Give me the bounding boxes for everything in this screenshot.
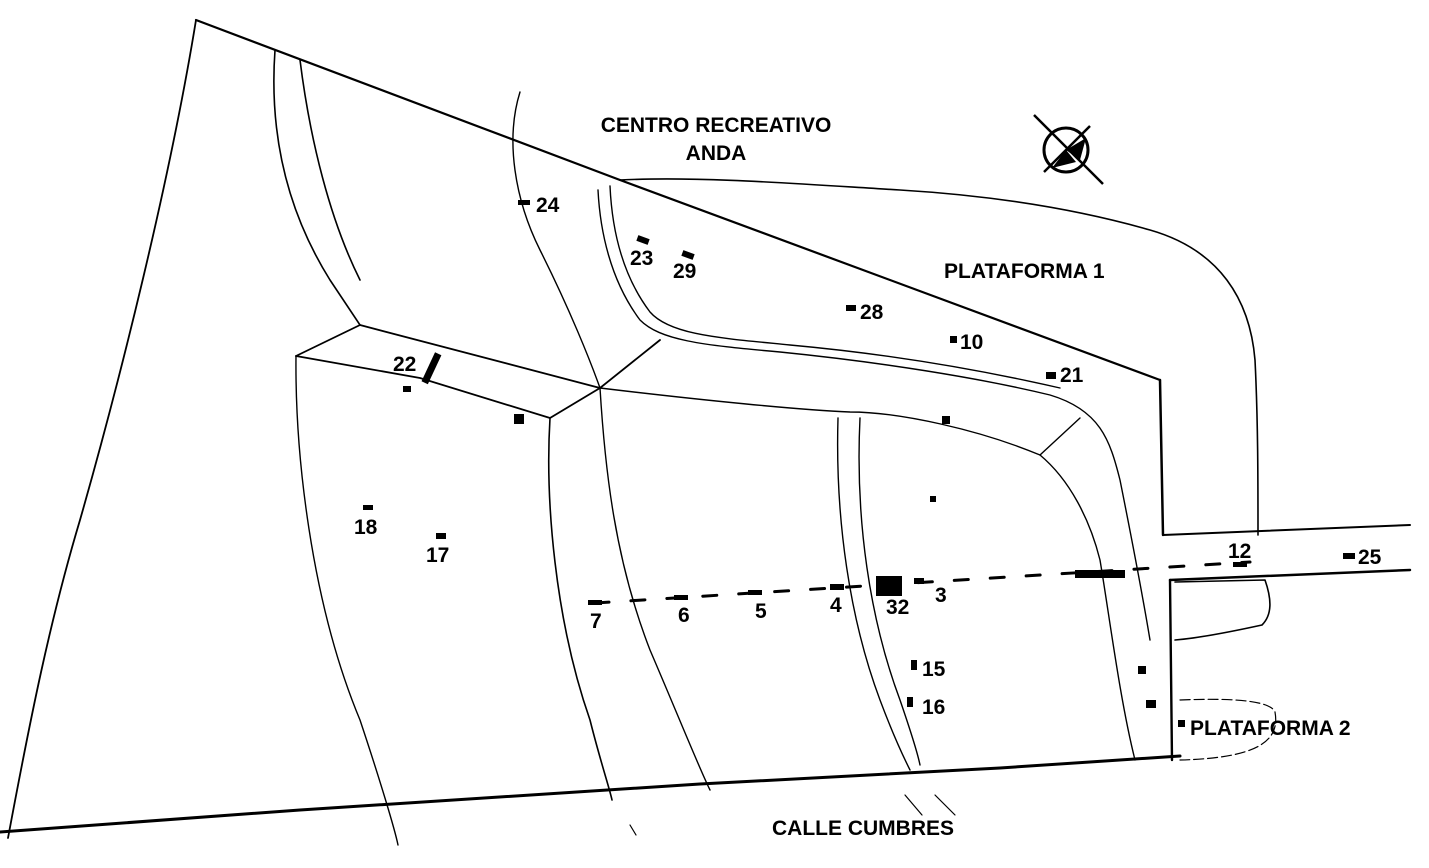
label-plataforma-2: PLATAFORMA 2	[1190, 717, 1351, 740]
label-anda: ANDA	[686, 142, 747, 165]
marker-22-shape	[421, 352, 442, 385]
marker-3-shape	[914, 578, 924, 584]
marker-12-shape	[1233, 562, 1247, 567]
marker-p2b-shape	[1146, 700, 1156, 708]
marker-label-29: 29	[673, 260, 696, 283]
marker-label-15: 15	[922, 658, 946, 681]
path-middle-east	[599, 387, 1136, 761]
platform-1-inner-path-2	[609, 185, 1061, 389]
calle-cumbres-road	[0, 754, 1182, 834]
platform-1-inner-path	[597, 189, 1151, 641]
label-calle-cumbres: CALLE CUMBRES	[772, 817, 954, 840]
access-road-top	[1162, 524, 1411, 536]
survey-block-thick	[1075, 570, 1125, 578]
marker-label-21: 21	[1060, 364, 1084, 387]
marker-5-shape	[748, 590, 762, 595]
marker-21-shape	[1046, 372, 1056, 379]
plataforma-2-outline	[1168, 578, 1174, 762]
marker-18-shape	[363, 505, 373, 510]
plataforma-2-lower	[1179, 698, 1277, 761]
divider-a	[273, 49, 361, 326]
divider-g	[858, 417, 921, 766]
marker-label-5: 5	[755, 600, 767, 623]
marker-label-17: 17	[426, 544, 449, 567]
marker-label-7: 7	[590, 610, 602, 633]
plataforma-2-box	[1174, 579, 1271, 641]
marker-28-shape	[846, 305, 856, 311]
property-boundary-west	[7, 19, 197, 839]
marker-29-shape	[681, 250, 695, 260]
plataforma-1-outline	[619, 178, 1259, 536]
path-lower-west	[295, 355, 601, 419]
north-arrow-icon	[1033, 114, 1104, 185]
access-road-bottom	[1168, 568, 1412, 582]
marker-label-28: 28	[860, 301, 884, 324]
marker-17-shape	[436, 533, 446, 539]
divider-c	[512, 91, 601, 389]
marker-label-16: 16	[922, 696, 945, 719]
marker-25-shape	[1343, 553, 1355, 559]
marker-6-shape	[674, 595, 688, 600]
marker-curve-shape	[942, 416, 950, 424]
path-middle-east-2	[1039, 417, 1081, 456]
marker-p2a-shape	[1138, 666, 1146, 674]
marker-7-shape	[588, 600, 602, 605]
marker-label-24: 24	[536, 194, 560, 217]
divider-e	[547, 417, 613, 801]
divider-f	[836, 417, 911, 771]
marker-label-25: 25	[1358, 546, 1382, 569]
divider-d	[599, 387, 711, 791]
road-tick-2	[934, 794, 956, 816]
marker-label-23: 23	[630, 247, 653, 270]
marker-label-6: 6	[678, 604, 690, 627]
divider-a-lower	[295, 355, 399, 846]
property-boundary-north	[194, 18, 1162, 382]
marker-16-shape	[907, 697, 913, 707]
marker-label-12: 12	[1228, 540, 1251, 563]
marker-label-22: 22	[393, 353, 416, 376]
marker-center-shape	[930, 496, 936, 502]
divider-b	[299, 59, 361, 281]
marker-label-18: 18	[354, 516, 378, 539]
marker-label-3: 3	[935, 584, 947, 607]
marker-10-shape	[950, 336, 957, 343]
marker-junction-shape	[514, 414, 524, 424]
marker-label-4: 4	[830, 594, 842, 617]
marker-23-shape	[636, 235, 650, 245]
road-tick-1	[904, 794, 923, 816]
path-center-junction	[295, 324, 661, 389]
marker-15-shape	[911, 660, 917, 670]
property-boundary-east	[1158, 378, 1165, 537]
marker-32-shape	[876, 576, 902, 596]
marker-label-32: 32	[886, 596, 909, 619]
marker-p2c-shape	[1178, 720, 1185, 727]
marker-22b-shape	[403, 386, 411, 392]
marker-24-shape	[518, 200, 530, 205]
label-plataforma-1: PLATAFORMA 1	[944, 260, 1105, 283]
marker-label-10: 10	[960, 331, 983, 354]
marker-4-shape	[830, 584, 844, 590]
road-tick-3	[629, 824, 637, 836]
label-centro-recreativo: CENTRO RECREATIVO	[601, 114, 832, 137]
